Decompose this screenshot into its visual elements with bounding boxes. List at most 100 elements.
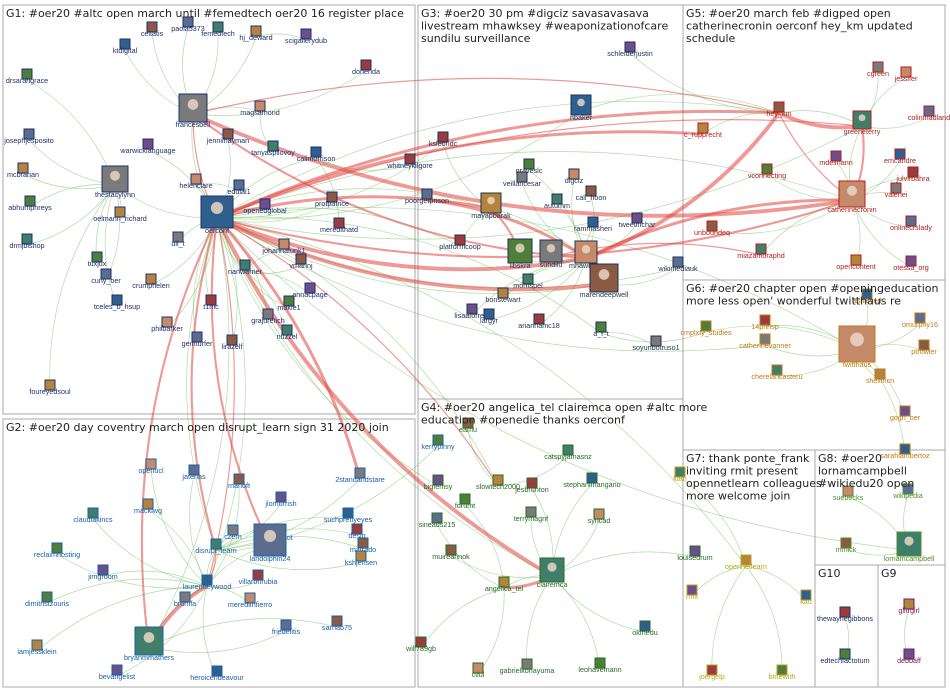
node-graveslc[interactable]: graveslc — [516, 158, 543, 175]
node-c-rupprecht[interactable]: c_rupprecht — [684, 122, 722, 139]
node-julvirbahra[interactable]: julvirbahra — [895, 166, 930, 183]
node-lisaaforrest[interactable]: lisaaforrest — [454, 303, 490, 320]
node-vconnecting[interactable]: vconnecting — [748, 163, 786, 180]
node-rmit[interactable]: rmit — [686, 584, 698, 601]
node-cgreen[interactable]: cgreen — [867, 61, 889, 78]
node-disrupt-learn[interactable]: disrupt_learn — [195, 538, 237, 555]
node-brumfa[interactable]: brumfa — [174, 591, 196, 608]
node-bevangelist[interactable]: bevangelist — [99, 664, 135, 681]
node-a-l-t[interactable]: a_l_t — [593, 321, 609, 338]
node-tweetinchar[interactable]: tweetinchar — [619, 212, 656, 229]
node-platformcoop[interactable]: platformcoop — [439, 234, 481, 251]
node-mcbrarian[interactable]: mcbrarian — [7, 162, 39, 179]
node-uli-t[interactable]: uli_t — [171, 231, 185, 248]
node-paola5373[interactable]: paola5373 — [171, 16, 205, 33]
node-jatenas[interactable]: jatenas — [181, 464, 206, 481]
node-digciz[interactable]: digciz — [565, 168, 584, 185]
node-dimitristzouris[interactable]: dimitristzouris — [25, 591, 69, 608]
node-oelmann-richard[interactable]: oelmann_richard — [93, 206, 147, 223]
node-valeriei[interactable]: valeriei — [885, 182, 908, 199]
node-catspyjamasnz[interactable]: catspyjamasnz — [544, 444, 592, 461]
node-tanyaspilovoy[interactable]: tanyaspilovoy — [251, 140, 295, 157]
node-landolphin24[interactable]: landolphin24 — [250, 523, 291, 563]
node-terrymagnf[interactable]: terrymagnf — [514, 506, 548, 523]
node-bonstewart[interactable]: bonstewart — [485, 287, 521, 304]
node-abhumphreys[interactable]: abhumphreys — [8, 195, 52, 212]
node-opennetlearn[interactable]: opennetlearn — [725, 554, 767, 571]
node-marendeepwell[interactable]: marendeepwell — [580, 263, 629, 299]
node-thestacylynn[interactable]: thestacylynn — [95, 165, 135, 199]
node-mdeimann[interactable]: mdeimann — [819, 150, 853, 167]
node-britewith[interactable]: britewith — [769, 664, 796, 681]
node-call-hoon[interactable]: call_hoon — [576, 185, 607, 202]
node-profpatrice[interactable]: profpatrice — [315, 191, 349, 208]
node-catherinecronin[interactable]: catherinecronin — [827, 180, 877, 214]
node-jlomorrish[interactable]: jlomorrish — [264, 491, 297, 508]
node-edulai1[interactable]: edulai1 — [227, 179, 251, 196]
node-ptrowler[interactable]: ptrowler — [911, 339, 937, 356]
node-gemturfer[interactable]: gemturfer — [182, 331, 213, 348]
node-onlinecrslady[interactable]: onlinecrslady — [890, 215, 932, 232]
node-johannafunk1[interactable]: johannafunk1 — [261, 238, 306, 255]
node-14prinsp[interactable]: 14prinsp — [751, 314, 779, 331]
node-marloft[interactable]: marloft — [228, 473, 250, 490]
node-2standandstare[interactable]: 2standandstare — [335, 467, 385, 484]
node-greeneterry[interactable]: greeneterry — [844, 110, 881, 136]
node-kerrypinny[interactable]: kerrypinny — [421, 434, 455, 451]
node-omurphy16[interactable]: omurphy16 — [902, 312, 938, 329]
node-iamjessklein[interactable]: iamjessklein — [17, 639, 57, 656]
node-openedglobal[interactable]: openedglobal — [243, 198, 287, 215]
node-mayapbarak[interactable]: mayapbarak — [471, 192, 511, 220]
node-meredithfierro[interactable]: meredithfierro — [228, 592, 272, 609]
node-laurenheywood[interactable]: laurenheywood — [183, 574, 232, 591]
node-nuzzel[interactable]: nuzzel — [277, 324, 298, 341]
node-libskra[interactable]: libskra — [507, 238, 533, 270]
node-gogn-oer[interactable]: gogn_oer — [890, 405, 921, 422]
node-tuxjux[interactable]: tuxjux — [88, 251, 107, 268]
node-tceles-b-hsup[interactable]: tceles_b_hsup — [94, 294, 140, 311]
node-heroicendeavour[interactable]: heroicendeavour — [190, 665, 244, 682]
node-angelica-tel[interactable]: angelica_tel — [485, 576, 524, 593]
node-muireannok[interactable]: muireannok — [432, 544, 470, 561]
node-ariannamc18[interactable]: ariannamc18 — [518, 313, 560, 330]
node-warwicklanguage[interactable]: warwicklanguage — [119, 138, 176, 155]
node-cuny-oer[interactable]: cuny_oer — [91, 268, 121, 285]
node-joergelp[interactable]: joergelp — [698, 664, 725, 681]
node-bryanmmathers[interactable]: bryanmmathers — [124, 626, 174, 662]
node-opencontent[interactable]: opencontent — [836, 254, 876, 271]
node-sarnab75[interactable]: sarnab75 — [322, 615, 352, 632]
node-colinmadland[interactable]: colinmadland — [908, 105, 950, 122]
node-kath[interactable]: kath — [673, 466, 687, 483]
node-emcandre[interactable]: emcandre — [884, 148, 916, 165]
node-femedtech[interactable]: femedtech — [201, 21, 235, 38]
node-sundilu[interactable]: sundilu — [539, 239, 563, 269]
node-autumm[interactable]: autumm — [544, 193, 570, 210]
node-drmjbishop[interactable]: drmjbishop — [9, 233, 45, 250]
node-drsarahgrace[interactable]: drsarahgrace — [6, 68, 48, 85]
node-jesbrunton[interactable]: jesbrunton — [514, 477, 549, 494]
node-ktdigital[interactable]: ktdigital — [113, 38, 138, 55]
node-rammasheri[interactable]: rammasheri — [574, 216, 612, 233]
node-ctlul[interactable]: ctlul — [472, 662, 485, 679]
node-miazamoraphd[interactable]: miazamoraphd — [737, 243, 785, 260]
node-sineads215[interactable]: sineads215 — [419, 512, 456, 529]
node-cmplxty-studies[interactable]: cmplxty_studies — [680, 320, 732, 337]
node-schleiderjustin[interactable]: schleiderjustin — [607, 41, 653, 58]
node-scigallerydub[interactable]: scigallerydub — [285, 28, 327, 45]
node-magsamond[interactable]: magsamond — [240, 100, 280, 117]
node-edtechfactotum[interactable]: edtechfactotum — [820, 648, 870, 665]
node-morrispel[interactable]: morrispel — [513, 273, 543, 290]
node-glitrgirl[interactable]: glitrgirl — [898, 598, 920, 615]
node-twitthaus[interactable]: twitthaus — [838, 325, 876, 369]
node-soyunbotruso1[interactable]: soyunbotruso1 — [632, 335, 680, 352]
node-mackiwg[interactable]: mackiwg — [134, 498, 162, 515]
node-cherelancasteru[interactable]: cherelancasteru — [751, 364, 803, 381]
node-poorgetprison[interactable]: poorgetprison — [405, 188, 449, 205]
node-slowtech2000[interactable]: slowtech2000 — [476, 474, 520, 491]
node-francesbell[interactable]: francesbell — [176, 93, 211, 129]
node-hj-deward[interactable]: hj_deward — [239, 25, 273, 42]
node-ksleondc[interactable]: ksleondc — [429, 131, 458, 148]
node-wikimediauk[interactable]: wikimediauk — [657, 256, 698, 273]
node-mafrado[interactable]: mafrado — [350, 537, 376, 554]
node-louisedrum[interactable]: louisedrum — [677, 545, 713, 562]
